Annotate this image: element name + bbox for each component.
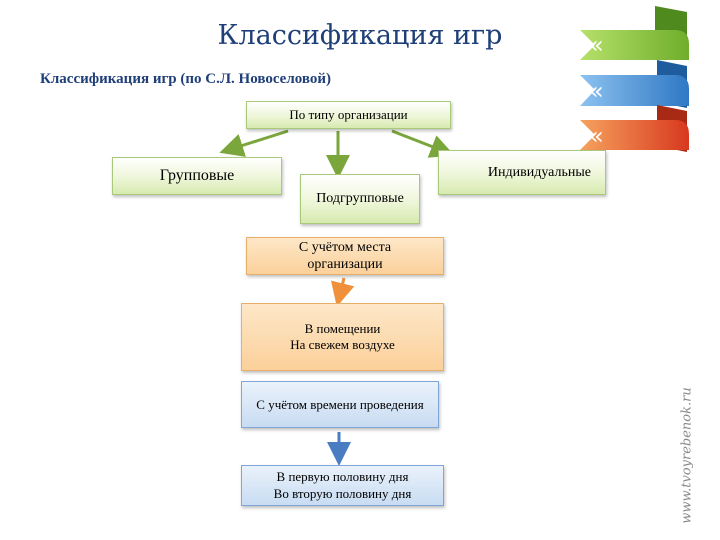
node-group: Групповые xyxy=(112,157,282,195)
time-first-half: В первую половину дня xyxy=(276,469,409,485)
node-places: В помещении На свежем воздухе xyxy=(241,303,444,371)
node-by-place: С учётом места организации xyxy=(246,237,444,275)
watermark: www.tvoyrebenok.ru xyxy=(672,380,702,530)
node-individual: Индивидуальные xyxy=(438,150,606,195)
time-second-half: Во вторую половину дня xyxy=(273,485,412,501)
arrow-to-individual xyxy=(391,129,455,158)
blue-ribbon: « xyxy=(580,60,689,108)
node-by-organization: По типу организации xyxy=(246,101,451,129)
node-subgroup: Подгрупповые xyxy=(300,174,420,224)
node-by-time: С учётом времени проведения xyxy=(241,381,439,428)
node-times: В первую половину дня Во вторую половину… xyxy=(241,465,444,506)
node-by-place-line-1: С учётом места xyxy=(298,239,392,255)
arrow-to-places xyxy=(330,277,355,307)
arrow-to-group xyxy=(219,129,289,157)
subtitle: Классификация игр (по С.Л. Новоселовой) xyxy=(40,71,331,87)
place-indoor: В помещении xyxy=(304,320,381,336)
ribbon-decoration: « « « xyxy=(580,6,689,152)
green-ribbon: « xyxy=(580,6,689,60)
place-outdoor: На свежем воздухе xyxy=(290,337,395,352)
watermark-text: www.tvoyrebenok.ru xyxy=(679,386,695,524)
red-ribbon: « xyxy=(580,105,689,152)
node-by-place-line-2: организации xyxy=(307,257,383,272)
page-title: Классификация игр xyxy=(217,20,503,51)
double-chevron-icon: « xyxy=(589,77,604,105)
double-chevron-icon: « xyxy=(589,122,604,150)
double-chevron-icon: « xyxy=(589,31,604,59)
